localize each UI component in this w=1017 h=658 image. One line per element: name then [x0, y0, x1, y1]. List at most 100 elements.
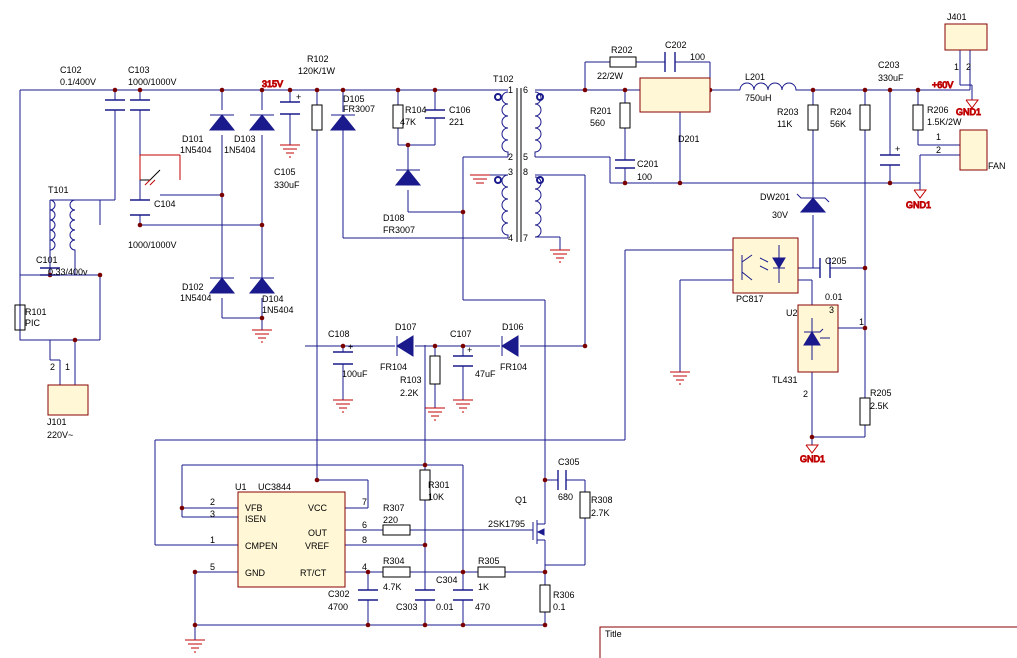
- label-r203-value: 11K: [777, 119, 792, 129]
- label-d107: D107: [395, 322, 417, 332]
- label-c205-value: 0.01: [825, 292, 843, 302]
- label-tl431: TL431: [772, 375, 798, 385]
- label-c106: C106: [449, 105, 471, 115]
- pin-6: 6: [523, 85, 528, 95]
- label-c201-value: 100: [637, 172, 652, 182]
- label-l201-value: 750uH: [745, 93, 772, 103]
- label-l201: L201: [745, 72, 765, 82]
- t102-transformer: [494, 88, 544, 242]
- j101-pin-1: 1: [65, 362, 70, 372]
- label-d106-value: FR104: [500, 362, 527, 372]
- label-c202: C202: [665, 40, 687, 50]
- label-r103: R103: [400, 375, 422, 385]
- pin-7: 7: [523, 233, 528, 243]
- label-r206: R206: [927, 105, 949, 115]
- label-r306-value: 0.1: [553, 602, 566, 612]
- component-bodies: [47, 23, 1017, 658]
- pin-3: 3: [508, 167, 513, 177]
- label-d103: D103: [234, 134, 256, 144]
- label-d102: D102: [182, 282, 204, 292]
- pin-4: 4: [508, 233, 513, 243]
- label-c203: C203: [878, 60, 900, 70]
- fan-pin-1: 1: [936, 132, 941, 142]
- u1-pin-6: 6: [362, 520, 367, 530]
- u1-pin-8: 8: [362, 535, 367, 545]
- label-c108-value: 100uF: [342, 369, 368, 379]
- label-gnd1-mid: GND1: [906, 200, 931, 210]
- u2-pin-1: 1: [859, 317, 864, 327]
- label-r203: R203: [777, 107, 799, 117]
- wires: [19, 50, 973, 640]
- label-pin-vfb: VFB: [245, 503, 263, 513]
- title-label: Title: [605, 629, 622, 639]
- label-d108: D108: [383, 213, 405, 223]
- label-r204: R204: [830, 107, 852, 117]
- label-r307-value: 220: [383, 515, 398, 525]
- svg-text:+: +: [296, 92, 301, 102]
- pin-2: 2: [508, 152, 513, 162]
- label-gnd1-top: GND1: [956, 107, 981, 117]
- label-pin-cmpen: CMPEN: [245, 541, 278, 551]
- svg-text:+: +: [348, 342, 353, 352]
- label-c107-value: 47uF: [475, 369, 496, 379]
- label-c102: C102: [60, 65, 82, 75]
- label-c105: C105: [274, 167, 296, 177]
- label-r101-value: PIC: [25, 318, 41, 328]
- pin-8: 8: [523, 167, 528, 177]
- label-r305: R305: [478, 556, 500, 566]
- label-r301: R301: [428, 480, 450, 490]
- j101-pin-2: 2: [50, 362, 55, 372]
- label-pc817: PC817: [736, 294, 764, 304]
- label-pin-rtct: RT/CT: [300, 568, 327, 578]
- label-r102-value: 120K/1W: [298, 66, 336, 76]
- label-pin-vref: VREF: [305, 541, 330, 551]
- label-q1-value: 2SK1795: [488, 519, 525, 529]
- label-r202-value: 22/2W: [597, 71, 624, 81]
- label-c304: C304: [436, 575, 458, 585]
- labels: C102 0.1/400V C103 1000/1000V C104 1000/…: [25, 12, 1006, 639]
- fan-pin-2: 2: [936, 145, 941, 155]
- label-c103-value: 1000/1000V: [128, 77, 177, 87]
- label-c101-value: 0.33/400v: [48, 267, 88, 277]
- u1-pin-4: 4: [362, 562, 367, 572]
- label-c305: C305: [558, 457, 580, 467]
- label-r205: R205: [870, 388, 892, 398]
- label-d102-value: 1N5404: [180, 293, 212, 303]
- svg-text:+: +: [895, 144, 900, 154]
- label-d101: D101: [182, 134, 204, 144]
- u1-pin-1: 1: [210, 535, 215, 545]
- label-r103-value: 2.2K: [400, 388, 419, 398]
- l201-inductor: [739, 82, 798, 91]
- label-r202: R202: [611, 45, 633, 55]
- label-r308: R308: [591, 495, 613, 505]
- label-c305-value: 680: [558, 492, 573, 502]
- u1-pin-7: 7: [362, 497, 367, 507]
- pin-5: 5: [523, 152, 528, 162]
- label-c302-value: 4700: [328, 602, 348, 612]
- diodes: [208, 79, 830, 357]
- label-pin-gnd: GND: [245, 568, 266, 578]
- label-d104-value: 1N5404: [262, 305, 294, 315]
- label-pin-out: OUT: [308, 528, 328, 538]
- label-r205-value: 2.5K: [870, 401, 889, 411]
- label-60v: +60V: [932, 80, 953, 90]
- label-c103: C103: [128, 65, 150, 75]
- label-c102-value: 0.1/400V: [60, 77, 96, 87]
- label-r102: R102: [307, 54, 329, 64]
- label-315v: 315V: [262, 79, 283, 89]
- label-c202-value: 100: [690, 52, 705, 62]
- label-r104-value: 47K: [400, 117, 416, 127]
- label-r201-value: 560: [590, 118, 605, 128]
- label-c107: C107: [450, 329, 472, 339]
- label-c106-value: 221: [449, 117, 464, 127]
- label-c205: C205: [825, 256, 847, 266]
- label-d105: D105: [343, 94, 365, 104]
- label-j101: J101: [47, 417, 67, 427]
- label-d103-value: 1N5404: [224, 145, 256, 155]
- label-d105-value: FR3007: [343, 104, 375, 114]
- capacitors: + + + +: [40, 52, 900, 601]
- label-c-470: 470: [475, 602, 490, 612]
- label-c302: C302: [328, 589, 350, 599]
- svg-text:+: +: [467, 345, 472, 355]
- label-c105-value: 330uF: [274, 180, 300, 190]
